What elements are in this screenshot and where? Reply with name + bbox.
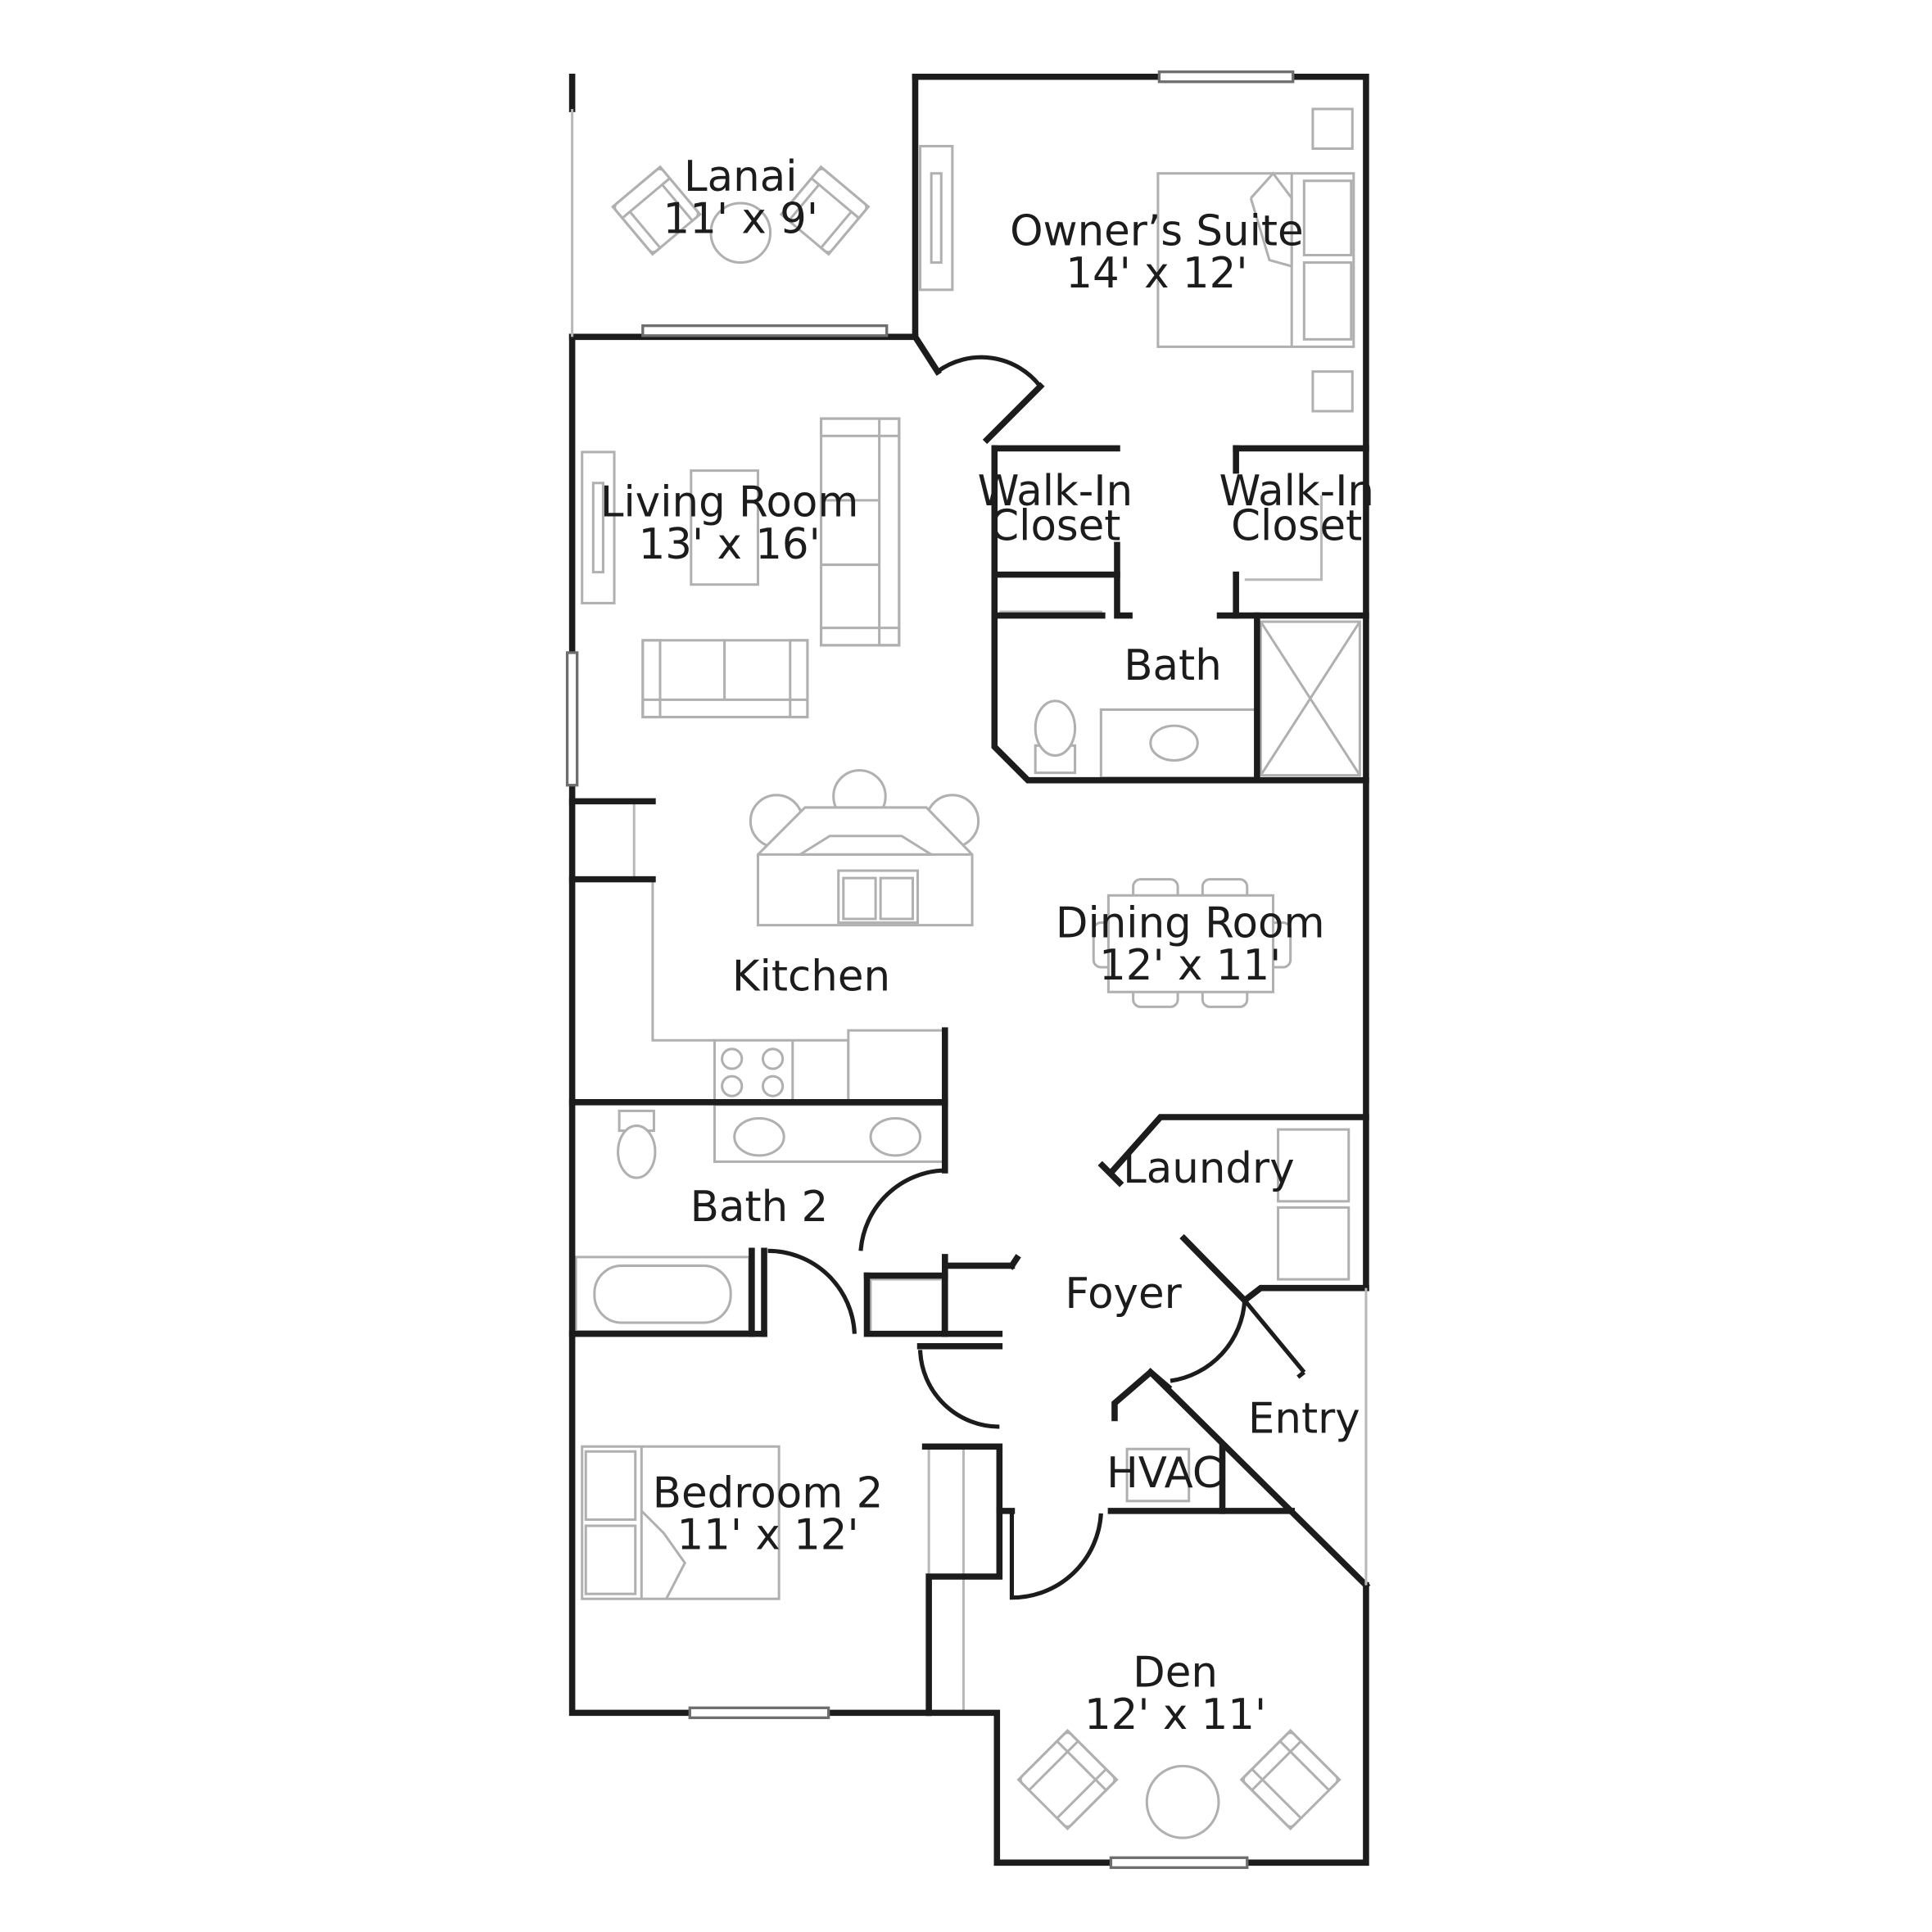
owners-dresser (919, 144, 954, 292)
room-labels: Lanai 11' x 9' Owner’s Suite 14' x 12' L… (600, 152, 1374, 1740)
coffee-table (690, 469, 759, 586)
kitchen-counter (651, 879, 947, 1104)
walkin-right-shelf (1244, 495, 1323, 581)
owners-bath-fixtures (1034, 620, 1361, 780)
label-bedroom2-dims: 11' x 12' (676, 1511, 858, 1560)
label-bath2: Bath 2 (690, 1183, 829, 1232)
furniture (571, 107, 1361, 1839)
label-walkin-left-2: Closet (989, 501, 1120, 550)
living-sofa (820, 417, 901, 647)
label-walkin-left-1: Walk-In (978, 467, 1133, 516)
label-foyer: Foyer (1065, 1269, 1182, 1319)
hvac-unit (1125, 1447, 1191, 1503)
label-lanai-dims: 11' x 9' (663, 194, 819, 243)
windows (565, 70, 1368, 1870)
label-bath: Bath (1124, 641, 1222, 690)
label-living-room-dims: 13' x 16' (639, 520, 821, 569)
dining-table (1092, 878, 1292, 1008)
label-living-room: Living Room (600, 478, 859, 527)
label-hvac: HVAC (1106, 1449, 1222, 1498)
living-tv-console (581, 450, 616, 604)
label-walkin-right-2: Closet (1231, 501, 1362, 550)
lanai-patio-set (611, 165, 871, 265)
label-dining-room: Dining Room (1056, 899, 1325, 948)
den-seating (1016, 1728, 1342, 1839)
label-lanai: Lanai (684, 152, 798, 201)
bedroom2-bed (581, 1445, 780, 1600)
owners-suite-bed (1156, 171, 1355, 348)
label-den-dims: 12' x 11' (1084, 1690, 1266, 1740)
doors (767, 355, 1306, 1600)
label-owners-suite-dims: 14' x 12' (1066, 249, 1247, 298)
label-bedroom2: Bedroom 2 (653, 1468, 884, 1518)
label-laundry: Laundry (1123, 1144, 1295, 1193)
laundry-washer-dryer (1277, 1128, 1351, 1281)
kitchen-pantry (571, 799, 636, 881)
nightstand-top (1311, 107, 1354, 150)
label-kitchen: Kitchen (732, 952, 890, 1002)
label-entry: Entry (1248, 1395, 1360, 1444)
label-dining-room-dims: 12' x 11' (1099, 941, 1281, 990)
label-den: Den (1133, 1649, 1218, 1698)
living-loveseat (641, 639, 809, 719)
linen-closet (869, 1278, 944, 1336)
label-walkin-right-1: Walk-In (1219, 467, 1374, 516)
nightstand-bottom (1311, 370, 1354, 413)
bath2-fixtures (574, 1103, 947, 1333)
label-owners-suite: Owner’s Suite (1010, 206, 1304, 256)
kitchen-island (749, 769, 980, 927)
